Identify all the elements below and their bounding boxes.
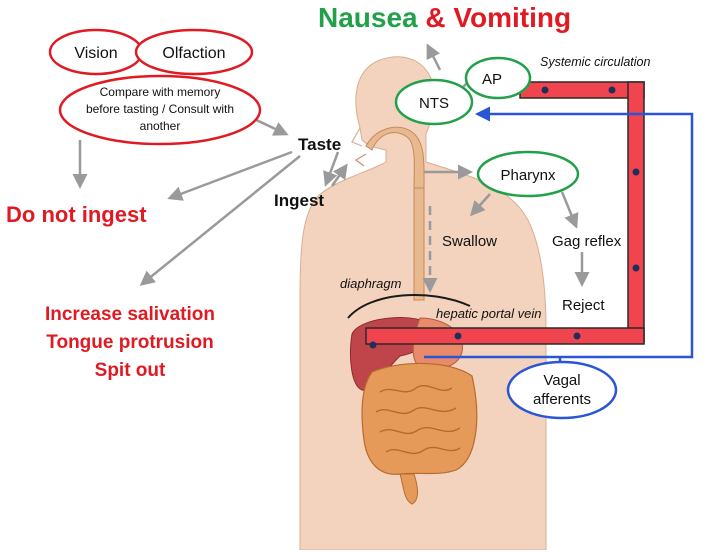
title-amp: &: [418, 2, 454, 33]
pharynx-label: Pharynx: [500, 167, 556, 184]
particle-dot: [369, 341, 377, 349]
particle-dot: [454, 332, 462, 340]
node-olfaction: Olfaction: [134, 28, 254, 76]
particle-dot: [632, 168, 640, 176]
node-vision: Vision: [48, 28, 144, 76]
arrow-pharynx-to-swallow: [469, 193, 491, 217]
particle-dot: [573, 332, 581, 340]
body-silhouette: [299, 56, 547, 551]
diaphragm-label: diaphragm: [340, 276, 402, 291]
arrow-compare-to-taste: [251, 116, 289, 136]
ingest-label: Ingest: [274, 191, 324, 210]
compare-line-3: another: [140, 119, 181, 133]
node-ap: AP: [464, 56, 532, 100]
node-pharynx: Pharynx: [476, 150, 580, 198]
intestines: [361, 362, 478, 505]
spit-out-label: Spit out: [95, 360, 166, 381]
esophagus: [365, 126, 425, 301]
reject-label: Reject: [562, 297, 605, 314]
arrow-pharynx-to-gag: [560, 191, 579, 229]
taste-label: Taste: [298, 135, 341, 154]
vision-label: Vision: [74, 45, 117, 62]
hepatic-portal-vessel: [365, 327, 645, 345]
diaphragm-line: [347, 293, 471, 319]
compare-line-1: Compare with memory: [100, 85, 221, 99]
do-not-ingest-label: Do not ingest: [6, 202, 147, 227]
title: Nausea & Vomiting: [318, 2, 571, 33]
hepatic-portal-vein-label: hepatic portal vein: [436, 306, 542, 321]
arrow-mouth-to-ingest: [323, 151, 340, 187]
vagal-line-2: afferents: [533, 391, 591, 408]
systemic-vessel-top: [519, 81, 645, 99]
vagal-line-1: Vagal: [543, 372, 580, 389]
gag-reflex-label: Gag reflex: [552, 233, 622, 250]
ap-label: AP: [482, 71, 502, 88]
olfaction-label: Olfaction: [162, 45, 225, 62]
arrow-taste-to-salivation: [139, 155, 301, 286]
particle-dot: [541, 86, 549, 94]
vessel-loop: [365, 81, 645, 345]
particle-dot: [608, 86, 616, 94]
swallow-label: Swallow: [442, 233, 497, 250]
systemic-circulation-label: Systemic circulation: [540, 55, 650, 69]
increase-salivation-label: Increase salivation: [45, 304, 215, 325]
arrow-to-nausea: [426, 43, 442, 71]
nts-label: NTS: [419, 95, 449, 112]
title-nausea: Nausea: [318, 2, 418, 33]
systemic-vessel-right: [627, 81, 645, 343]
title-vomiting: Vomiting: [453, 2, 571, 33]
node-nts: NTS: [394, 78, 474, 126]
compare-line-2: before tasting / Consult with: [86, 102, 234, 116]
arrow-taste-to-do-not-ingest: [167, 150, 293, 201]
node-compare-memory: Compare with memory before tasting / Con…: [58, 74, 262, 146]
particle-dot: [632, 264, 640, 272]
node-vagal-afferents: Vagal afferents: [506, 360, 618, 420]
tongue-protrusion-label: Tongue protrusion: [46, 332, 213, 353]
